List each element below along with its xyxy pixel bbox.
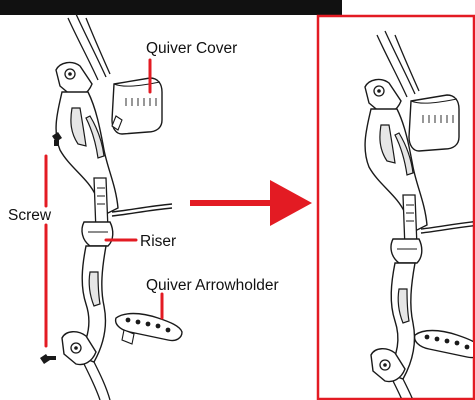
bow-riser-illustration [56,14,172,400]
assembly-arrow [190,180,312,226]
quiver-arrowholder-label: Quiver Arrowholder [146,277,279,294]
screw-label: Screw [8,207,52,224]
header-bar [0,0,342,15]
quiver-arrowholder-part [116,314,182,345]
bottom-screw [40,354,56,364]
quiver-cover-part [112,78,162,134]
exploded-view: Quiver Cover Screw Riser Quiver Arrowhol… [8,14,279,400]
riser-label: Riser [140,233,176,250]
quiver-cover-label: Quiver Cover [146,40,237,57]
